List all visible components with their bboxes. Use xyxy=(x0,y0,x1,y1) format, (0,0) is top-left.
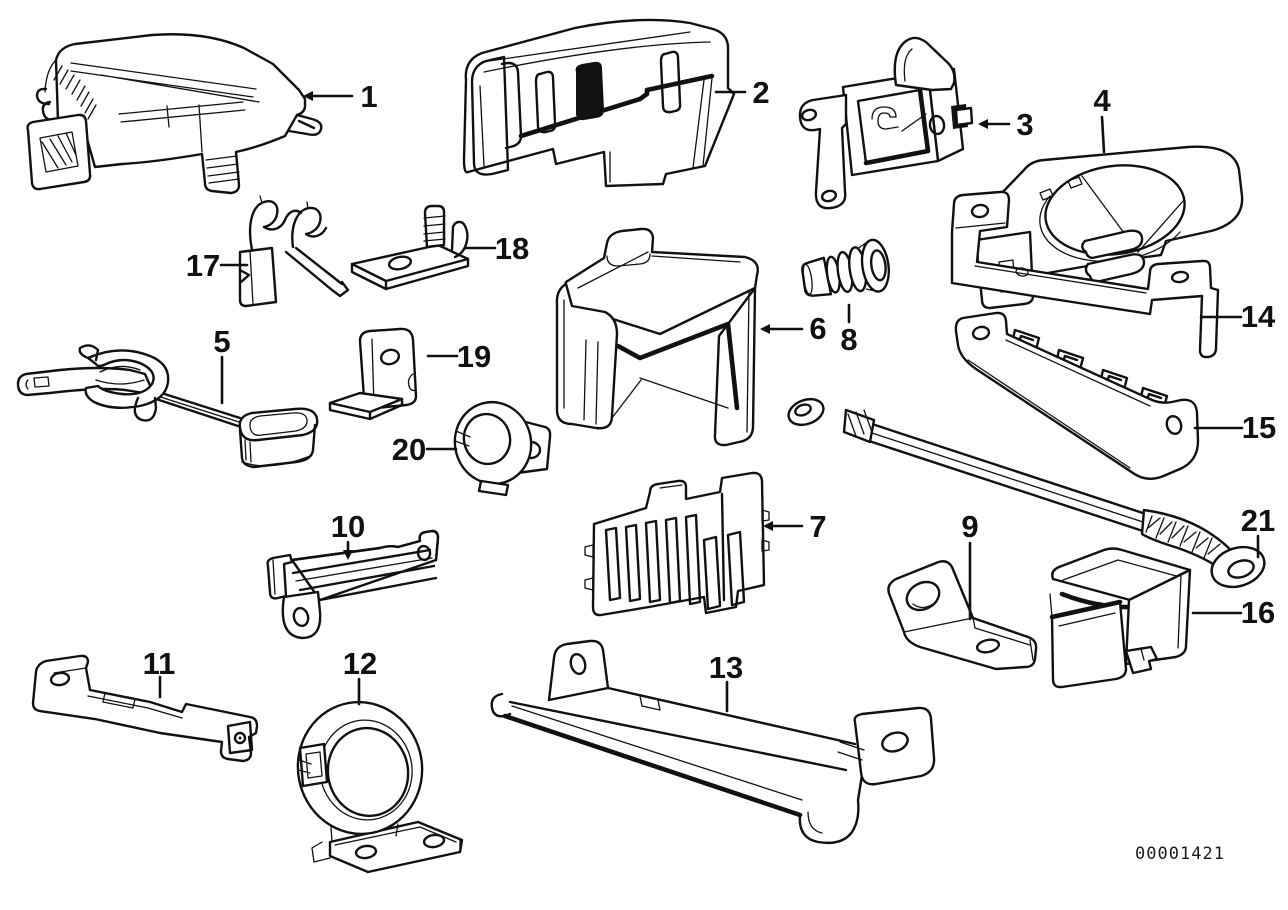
part-13-drawing xyxy=(490,639,936,845)
callout-number: 4 xyxy=(1093,83,1111,118)
callout-number: 5 xyxy=(213,324,230,359)
callout-number: 21 xyxy=(1241,503,1275,538)
part-9-drawing xyxy=(887,560,1038,671)
part-15-drawing xyxy=(954,311,1200,480)
part-2-drawing xyxy=(462,18,736,188)
callout-number: 14 xyxy=(1241,299,1276,334)
callout-number: 13 xyxy=(709,650,743,685)
callout-8[interactable]: 8 xyxy=(840,303,858,357)
part-17-drawing xyxy=(238,195,350,308)
callout-19[interactable]: 19 xyxy=(426,339,491,374)
callout-13[interactable]: 13 xyxy=(709,650,743,713)
callout-1[interactable]: 1 xyxy=(303,79,378,114)
callout-number: 20 xyxy=(392,432,426,467)
callout-number: 15 xyxy=(1242,410,1276,445)
callout-10[interactable]: 10 xyxy=(331,509,365,560)
callout-16[interactable]: 16 xyxy=(1191,595,1275,630)
part-10-drawing xyxy=(266,529,440,640)
callout-15[interactable]: 15 xyxy=(1193,410,1276,445)
part-8-drawing xyxy=(801,238,890,297)
part-12-drawing xyxy=(296,700,464,874)
callout-number: 12 xyxy=(343,646,377,681)
callout-18[interactable]: 18 xyxy=(463,231,529,266)
part-4-drawing xyxy=(966,145,1244,310)
callout-12[interactable]: 12 xyxy=(343,646,377,706)
part-19-drawing xyxy=(328,327,418,421)
callout-2[interactable]: 2 xyxy=(714,75,770,110)
callout-7[interactable]: 7 xyxy=(763,509,827,544)
callout-number: 3 xyxy=(1016,107,1033,142)
callout-3[interactable]: 3 xyxy=(978,107,1034,142)
callout-number: 9 xyxy=(961,509,978,544)
part-11-drawing xyxy=(31,654,259,763)
callout-number: 19 xyxy=(457,339,491,374)
part-18-drawing xyxy=(350,204,470,291)
callout-arrowhead xyxy=(978,119,988,129)
part-6-drawing xyxy=(555,227,759,447)
callout-14[interactable]: 14 xyxy=(1199,299,1276,334)
part-5-drawing xyxy=(16,344,319,469)
part-14-drawing xyxy=(950,190,1220,359)
callout-number: 7 xyxy=(809,509,826,544)
callout-number: 1 xyxy=(360,79,377,114)
part-3-drawing xyxy=(798,36,974,210)
callout-arrowhead xyxy=(760,324,770,334)
callout-11[interactable]: 11 xyxy=(143,646,176,699)
callout-number: 18 xyxy=(495,231,529,266)
callout-number: 10 xyxy=(331,509,365,544)
callout-6[interactable]: 6 xyxy=(760,311,827,346)
part-1-drawing xyxy=(26,33,323,195)
part-21-drawing xyxy=(787,397,1266,589)
drawing-number: 00001421 xyxy=(1135,844,1225,864)
callout-arrowhead xyxy=(303,91,313,101)
callout-leader-line xyxy=(1100,115,1106,154)
callout-number: 11 xyxy=(143,646,176,681)
part-16-drawing xyxy=(1049,547,1192,689)
part-20-drawing xyxy=(453,400,552,497)
callout-number: 2 xyxy=(752,75,769,110)
callout-21[interactable]: 21 xyxy=(1241,503,1275,559)
callout-number: 6 xyxy=(809,311,826,346)
callout-arrowhead xyxy=(343,550,353,560)
callout-20[interactable]: 20 xyxy=(392,432,458,467)
callout-arrowhead xyxy=(763,521,773,531)
callout-number: 8 xyxy=(840,322,857,357)
callout-9[interactable]: 9 xyxy=(961,509,979,621)
callout-17[interactable]: 17 xyxy=(186,248,249,283)
callout-number: 16 xyxy=(1241,595,1275,630)
callout-number: 17 xyxy=(186,248,220,283)
part-7-drawing xyxy=(584,471,770,617)
callout-5[interactable]: 5 xyxy=(213,324,231,405)
callout-4[interactable]: 4 xyxy=(1093,83,1111,154)
